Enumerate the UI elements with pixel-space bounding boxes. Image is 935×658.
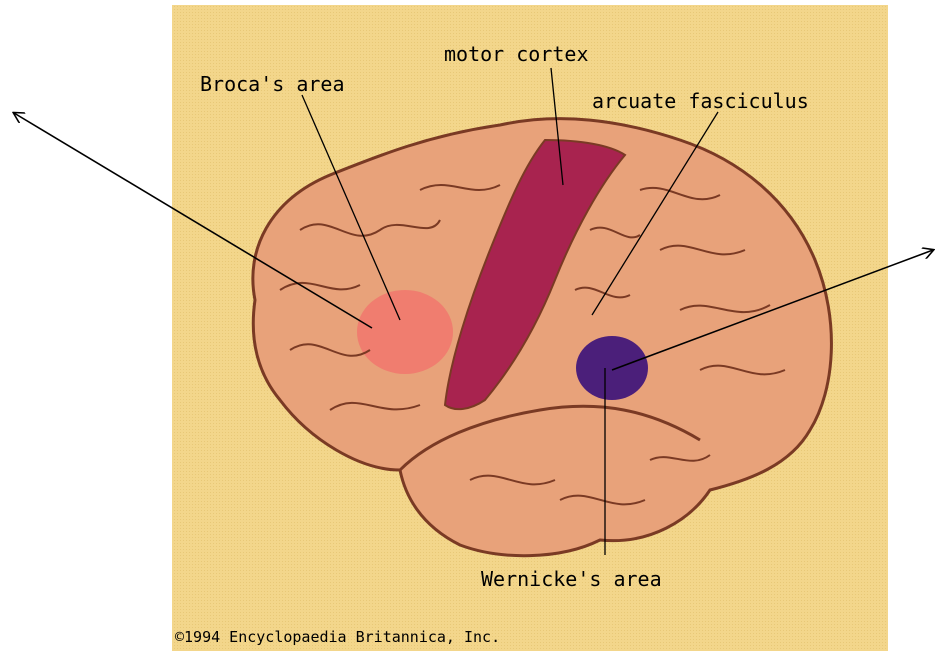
wernicke-label: Wernicke's area	[481, 567, 662, 591]
copyright-text: ©1994 Encyclopaedia Britannica, Inc.	[175, 628, 500, 646]
motor-cortex-label: motor cortex	[444, 42, 589, 66]
broca-label: Broca's area	[200, 72, 345, 96]
arcuate-fasciculus-label: arcuate fasciculus	[592, 89, 809, 113]
broca-area-region	[357, 290, 453, 374]
wernicke-area-region	[576, 336, 648, 400]
